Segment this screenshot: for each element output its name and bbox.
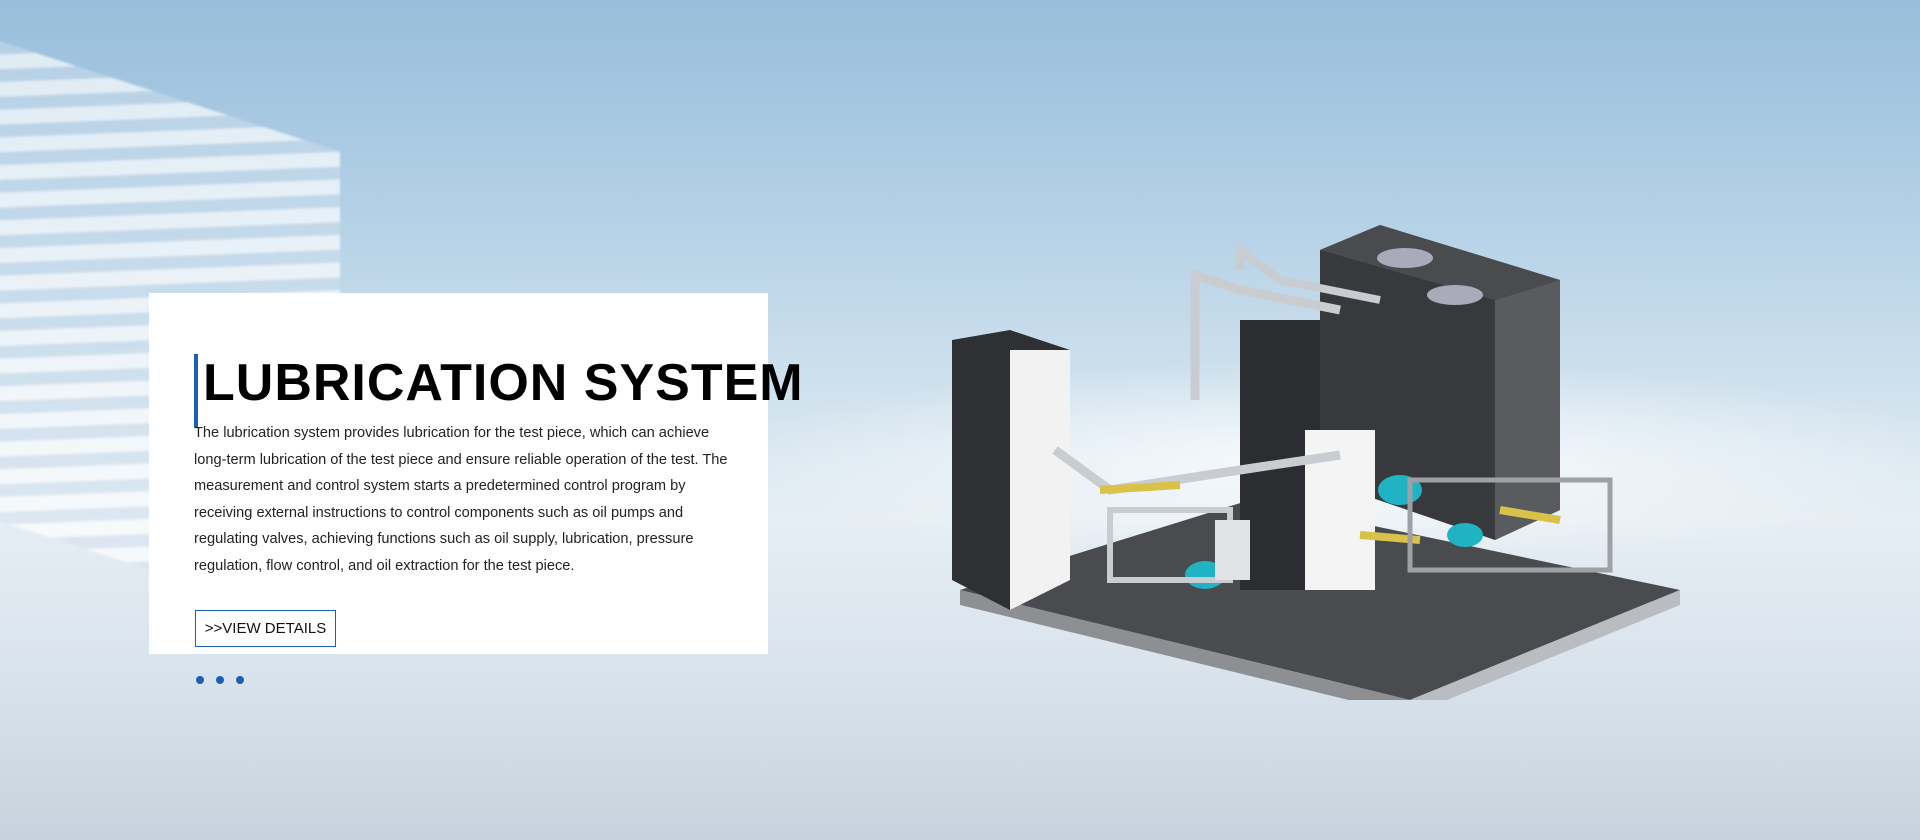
pagination-dot-3[interactable] [236,676,244,684]
view-details-button[interactable]: >>VIEW DETAILS [195,610,336,647]
title-accent-bar [194,354,198,427]
slide-title: LUBRICATION SYSTEM [203,354,804,412]
lubrication-system-image [952,225,1680,700]
slide-card: LUBRICATION SYSTEM The lubrication syste… [149,293,803,684]
slide-description: The lubrication system provides lubricat… [194,425,728,574]
pagination-dot-1[interactable] [196,676,204,684]
slide-pagination [196,676,244,684]
pagination-dot-2[interactable] [216,676,224,684]
